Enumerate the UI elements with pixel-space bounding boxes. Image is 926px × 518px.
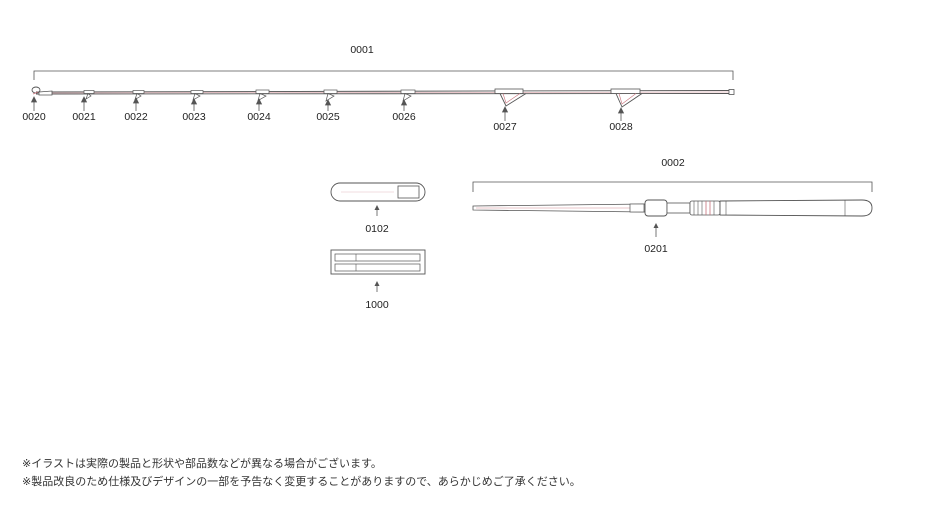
callout-arrows (30, 96, 625, 121)
assembly-bracket-0001 (33, 70, 734, 80)
part-number-0025: 0025 (316, 111, 340, 123)
part-number-0026: 0026 (392, 111, 416, 123)
line-guide-icon (323, 89, 338, 102)
disclaimer-illustration: ※イラストは実際の製品と形状や部品数などが異なる場合がございます。 (22, 457, 382, 470)
part-number-0201: 0201 (644, 243, 668, 255)
assembly-number-0002: 0002 (661, 157, 685, 169)
part-number-0024: 0024 (247, 111, 271, 123)
rod-tip-section: 0001 (22, 44, 735, 133)
rod-case: 1000 (330, 249, 426, 311)
part-number-0023: 0023 (182, 111, 206, 123)
part-number-0021: 0021 (72, 111, 96, 123)
part-number-0102: 0102 (365, 223, 389, 235)
rod-butt-section: 0002 0201 (472, 157, 873, 255)
assembly-number-0001: 0001 (350, 44, 374, 56)
reel-seat-icon (644, 199, 721, 217)
line-guide-icon (83, 90, 95, 100)
rod-blank-butt (472, 203, 646, 213)
line-guide-icon (610, 88, 643, 108)
part-number-0027: 0027 (493, 121, 517, 133)
part-number-1000: 1000 (365, 299, 389, 311)
line-guide-icon (132, 90, 145, 101)
part-number-0028: 0028 (609, 121, 633, 133)
part-number-0020: 0020 (22, 111, 46, 123)
rod-belt-icon (330, 182, 426, 202)
rear-grip (719, 199, 873, 217)
tip-top-guide-icon (31, 86, 53, 96)
rod-belt: 0102 (330, 182, 426, 235)
line-guide-icon (255, 89, 270, 102)
assembly-bracket-0002 (472, 181, 873, 192)
line-guide-icon (494, 88, 527, 107)
disclaimer-specification: ※製品改良のため仕様及びデザインの一部を予告なく変更することがありますので、あら… (22, 475, 581, 488)
line-guide-icon (400, 89, 416, 102)
line-guide-icon (190, 90, 204, 101)
part-number-0022: 0022 (124, 111, 148, 123)
rod-case-icon (330, 249, 426, 275)
